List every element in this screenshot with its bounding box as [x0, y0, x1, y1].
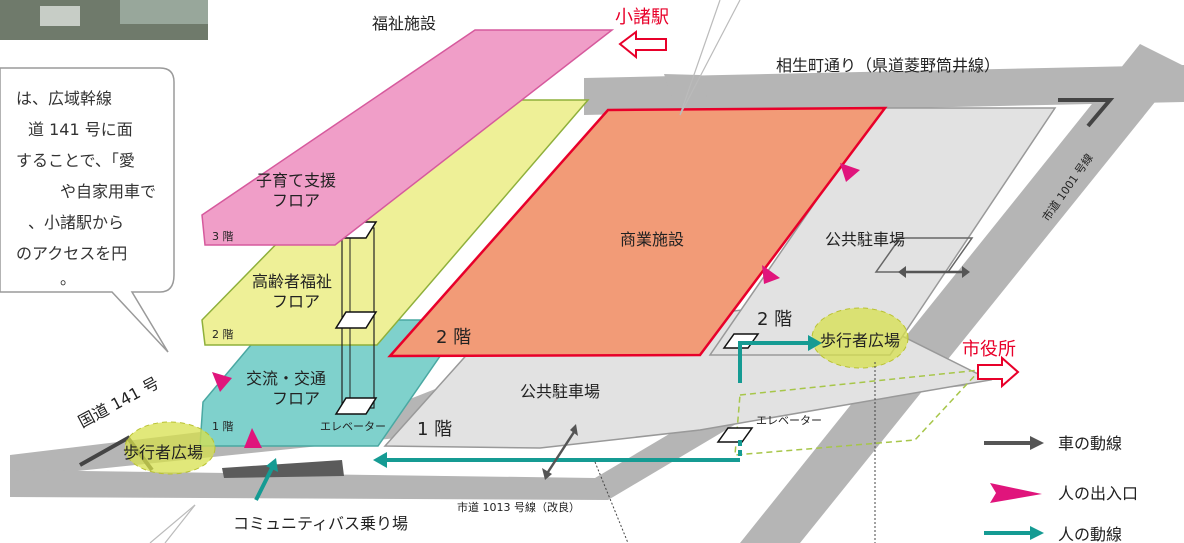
- label-elevator-right: エレベーター: [756, 414, 822, 427]
- label-childcare-floor-line2: フロア: [272, 191, 320, 210]
- entrance-commercial-top: [840, 163, 860, 182]
- label-welfare-facility: 福祉施設: [372, 14, 436, 33]
- label-city-road-1013: 市道 1013 号線（改良）: [457, 500, 580, 514]
- childcare-floor-3f: [201, 29, 615, 246]
- photo-corner: [0, 0, 208, 40]
- label-community-bus: コミュニティバス乗り場: [233, 514, 408, 533]
- commercial-facility: [387, 106, 888, 358]
- entrance-commercial-side: [762, 265, 780, 284]
- label-elderly-floor-line2: フロア: [272, 292, 320, 311]
- label-childcare-floor-line1: 子育て支援: [256, 171, 336, 190]
- people-flow: [254, 335, 822, 501]
- label-floor2-commercial: 2 階: [436, 327, 471, 348]
- label-floor2-parking: 2 階: [757, 309, 792, 330]
- entrance-exchange-bottom: [244, 428, 262, 448]
- label-elderly-floor-line1: 高齢者福祉: [252, 272, 332, 291]
- road-bus-stop: [222, 460, 344, 478]
- legend-entrance: 人の出入口: [1058, 484, 1138, 503]
- pedestrian-plaza-left-area: [124, 421, 216, 475]
- callout-line-2: 道 141 号に面: [28, 120, 133, 139]
- callout-line-3: することで、「愛: [16, 151, 135, 170]
- callout-line-1: は、広域幹線: [16, 89, 112, 108]
- leader-lines: [149, 0, 876, 543]
- label-floor1-parking: 1 階: [417, 419, 452, 440]
- label-pedestrian-plaza-left: 歩行者広場: [123, 443, 203, 462]
- arrow-to-cityhall: [977, 355, 1020, 389]
- label-komoro-station: 小諸駅: [615, 7, 669, 28]
- callout-bubble: [0, 67, 175, 353]
- people-flow-upper: [738, 341, 810, 383]
- entrance-exchange-left: [212, 372, 232, 392]
- direction-arrows: [618, 30, 1020, 389]
- label-aioi-street: 相生町通り（県道菱野筒井線）: [776, 56, 1000, 75]
- road-aioi: [584, 65, 1184, 115]
- callout-line-5: 、小諸駅から: [28, 213, 124, 232]
- label-public-parking-upper: 公共駐車場: [825, 230, 905, 249]
- callout-line-7: 。: [60, 269, 76, 288]
- label-public-parking-lower: 公共駐車場: [520, 382, 600, 401]
- callout-line-4: や自家用車で: [60, 182, 156, 201]
- label-route-141: 国道 141 号: [75, 373, 162, 431]
- label-elevator-left: エレベーター: [320, 420, 386, 433]
- legend-graphics: [984, 436, 1044, 540]
- label-city-hall: 市役所: [962, 339, 1016, 360]
- callout-text: は、広域幹線 道 141 号に面 することで、「愛 や自家用車で 、小諸駅から …: [16, 89, 156, 288]
- pedestrian-plaza-right-area: [811, 307, 909, 369]
- road-1001: [740, 44, 1184, 543]
- people-flow-bus: [254, 467, 274, 501]
- car-flow-arrow-top: [1058, 98, 1115, 128]
- label-exchange-floor-line1: 交流・交通: [246, 369, 326, 388]
- label-floor2-small: 2 階: [212, 327, 234, 341]
- parking-1f-dashed-area: [734, 369, 982, 456]
- callout-line-6: のアクセスを円: [16, 244, 127, 263]
- legend-people-flow: 人の動線: [1058, 525, 1122, 543]
- legend-car-flow: 車の動線: [1058, 434, 1122, 453]
- label-floor1: 1 階: [212, 419, 234, 433]
- entrance-markers: [212, 163, 860, 448]
- label-exchange-floor-line2: フロア: [272, 389, 320, 408]
- arrow-to-komoro: [618, 30, 667, 60]
- parking-car-arrows: [542, 266, 970, 480]
- label-commercial: 商業施設: [620, 230, 684, 249]
- label-pedestrian-plaza-right: 歩行者広場: [820, 331, 900, 350]
- label-floor3: 3 階: [212, 229, 234, 243]
